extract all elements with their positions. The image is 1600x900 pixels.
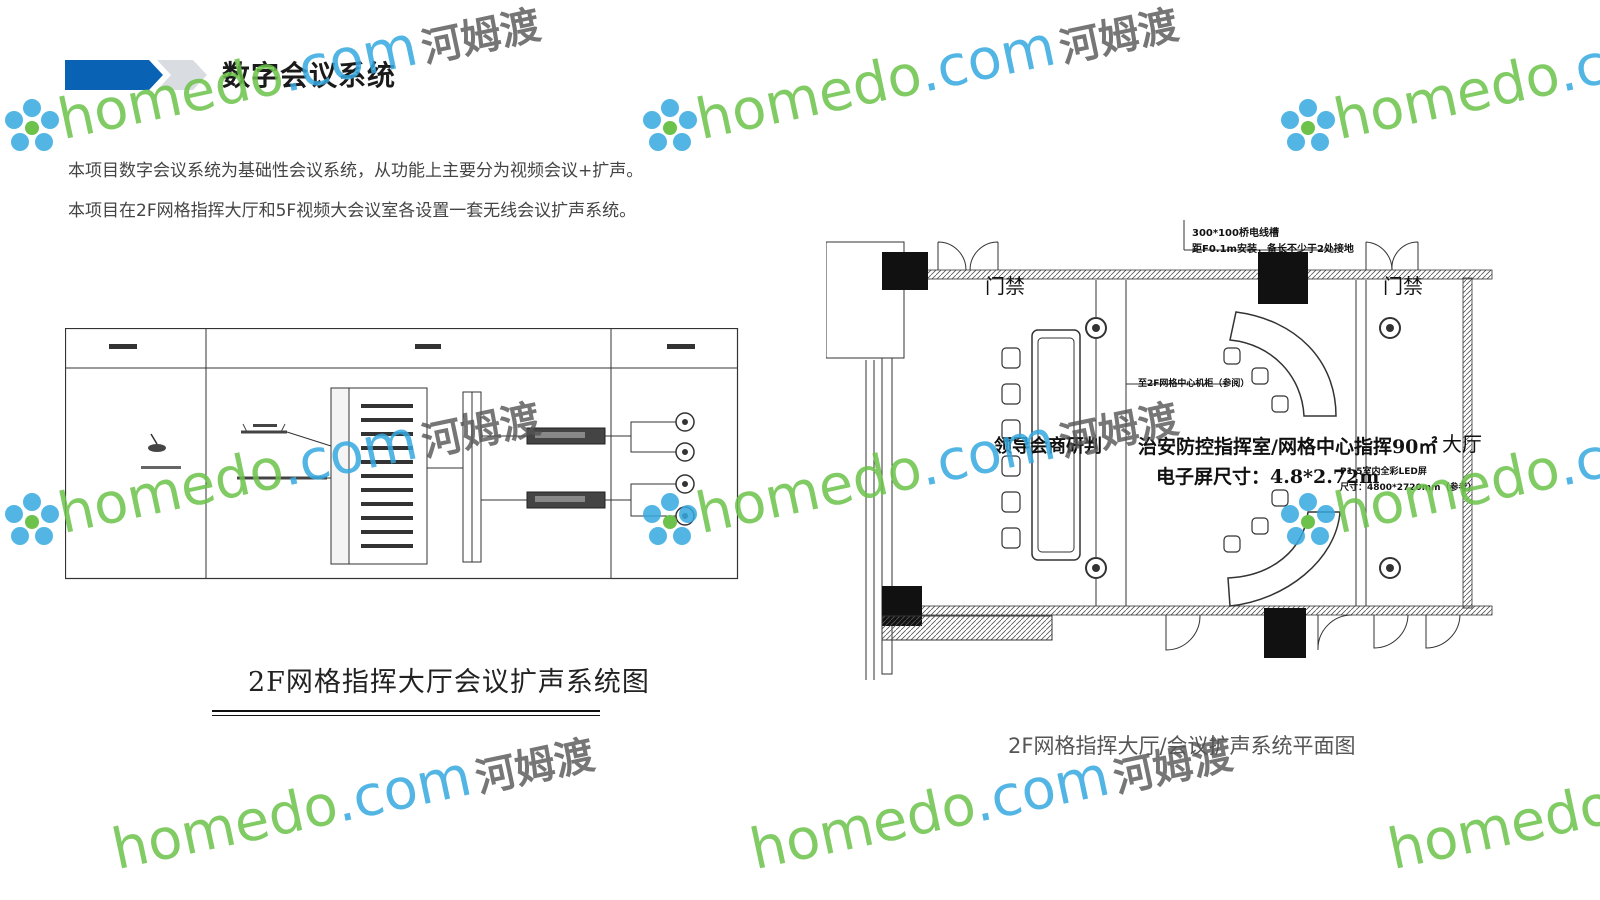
flower-logo-icon [5, 493, 59, 545]
led-note: P1.5室内全彩LED屏 [1340, 467, 1427, 477]
watermark-domain: .com [913, 13, 1062, 106]
watermark-domain: .com [329, 743, 478, 836]
watermark-brand: homedo [106, 772, 343, 883]
watermark-cn: 河姆渡 [1055, 2, 1183, 73]
system-diagram-caption: 2F网格指挥大厅会议扩声系统图 [248, 667, 650, 698]
title-bar-graphic [65, 60, 207, 90]
ceiling-speaker-icon [1085, 557, 1107, 579]
watermark-brand: homedo [744, 772, 981, 883]
caption-underline [212, 710, 600, 716]
intro-line-2: 本项目在2F网格指挥大厅和5F视频大会议室各设置一套无线会议扩声系统。 [68, 201, 637, 221]
door-label-left: 门禁 [985, 274, 1025, 298]
rack-cabinet [330, 387, 428, 565]
floor-plan [826, 220, 1493, 680]
screen-size-label: 电子屏尺寸：4.8*2.72m [1156, 466, 1380, 488]
flower-logo-icon [643, 99, 697, 151]
mixer-note: 至2F网格中心机柜（参阅） [1138, 379, 1250, 389]
led-size-note: 尺寸：4800*2720mm（参考） [1340, 483, 1477, 493]
watermark-brand: homedo [690, 42, 927, 153]
title-bar-blue [65, 60, 163, 90]
watermark-brand: homedo [1382, 772, 1600, 883]
room-title-label: 治安防控指挥室/网格中心指挥90㎡ [1138, 436, 1438, 458]
wireless-mic-icon [141, 433, 181, 469]
watermark-domain: .com [1551, 407, 1600, 500]
floor-plan-caption: 2F网格指挥大厅/会议扩声系统平面图 [1008, 734, 1356, 758]
leader-room-label: 领导会商研判 [994, 436, 1102, 457]
conference-table [1031, 329, 1081, 561]
title-bar-gray [157, 60, 207, 90]
flower-logo-icon [1281, 99, 1335, 151]
command-desk-bottom [1227, 511, 1341, 607]
ceiling-speaker-icon [1379, 557, 1401, 579]
page-title: 数字会议系统 [222, 59, 397, 92]
ceiling-speaker-icon [1085, 317, 1107, 339]
amplifier-2 [526, 491, 606, 509]
speaker-icon [675, 412, 695, 432]
cable-note-2: 距F0.1m安装，备长不少于2处接地 [1192, 244, 1354, 255]
system-diagram [65, 328, 739, 580]
hall-label: 大厅 [1442, 432, 1482, 456]
ceiling-speaker-icon [1379, 317, 1401, 339]
intro-line-1: 本项目数字会议系统为基础性会议系统，从功能上主要分为视频会议+扩声。 [68, 161, 644, 181]
amplifier-1 [526, 427, 606, 445]
speaker-icon [675, 442, 695, 462]
receiver-icon [237, 423, 327, 480]
speaker-icon [675, 506, 695, 526]
watermark-brand: homedo [1328, 42, 1565, 153]
speaker-icon [675, 474, 695, 494]
watermark-cn: 河姆渡 [471, 732, 599, 803]
flower-logo-icon [5, 99, 59, 151]
cable-note-1: 300*100桥电线槽 [1192, 228, 1279, 239]
door-label-right: 门禁 [1383, 274, 1423, 298]
watermark-domain: .com [1551, 13, 1600, 106]
command-desk-top [1229, 311, 1337, 417]
watermark-cn: 河姆渡 [417, 2, 545, 73]
